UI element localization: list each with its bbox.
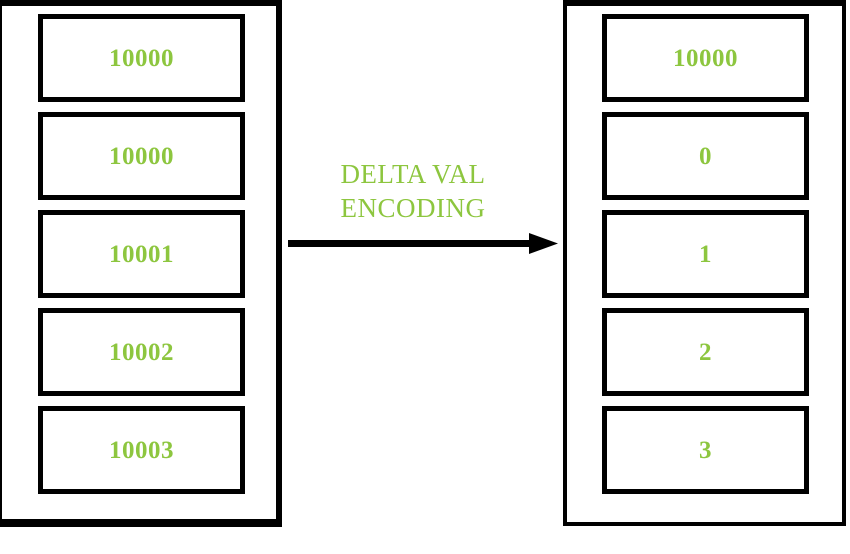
cell-value-text: 3 xyxy=(699,436,712,464)
transform-arrow xyxy=(286,228,561,260)
cell-value-text: 2 xyxy=(699,338,712,366)
transform-label-line-2: ENCODING xyxy=(340,193,486,223)
cell-value-text: 10002 xyxy=(109,338,174,366)
delta-value-cell: 0 xyxy=(602,112,809,200)
cell-value-text: 10000 xyxy=(109,142,174,170)
original-value-cell: 10001 xyxy=(38,210,245,298)
delta-value-cell: 3 xyxy=(602,406,809,494)
delta-value-cell: 10000 xyxy=(602,14,809,102)
transform-label: DELTA VAL ENCODING xyxy=(288,157,538,225)
cell-value-text: 10000 xyxy=(109,44,174,72)
transform-label-line-1: DELTA VAL xyxy=(340,159,486,189)
cell-value-text: 0 xyxy=(699,142,712,170)
cell-value-text: 10000 xyxy=(673,44,738,72)
original-value-cell: 10003 xyxy=(38,406,245,494)
arrow-right-icon xyxy=(288,233,558,254)
delta-value-cell: 2 xyxy=(602,308,809,396)
cell-value-text: 1 xyxy=(699,240,712,268)
delta-value-cell: 1 xyxy=(602,210,809,298)
cell-value-text: 10001 xyxy=(109,240,174,268)
original-value-cell: 10000 xyxy=(38,112,245,200)
cell-value-text: 10003 xyxy=(109,436,174,464)
delta-encoded-values-column: 10000 0 1 2 3 xyxy=(563,0,846,526)
original-value-cell: 10002 xyxy=(38,308,245,396)
original-value-cell: 10000 xyxy=(38,14,245,102)
original-values-column: 10000 10000 10001 10002 10003 xyxy=(0,0,282,527)
